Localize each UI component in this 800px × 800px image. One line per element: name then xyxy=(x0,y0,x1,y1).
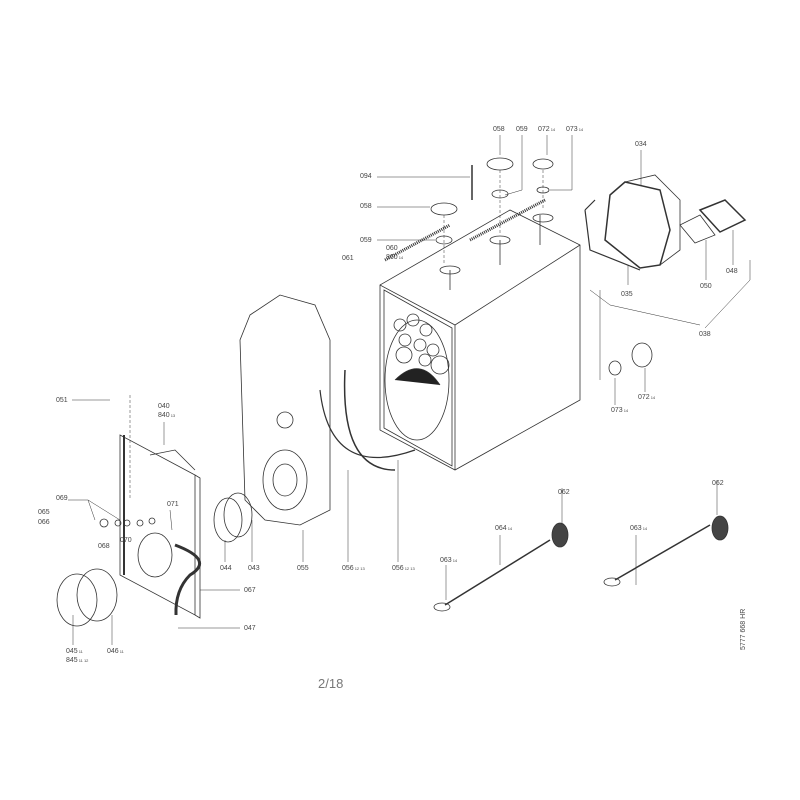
top-flanges xyxy=(430,157,554,265)
page-indicator: 2/18 xyxy=(318,676,344,691)
callout-072: 07214 xyxy=(538,126,556,133)
callout-065: 065 xyxy=(38,509,50,516)
callout-058: 058 xyxy=(493,126,505,133)
callout-840: 84013 xyxy=(158,412,176,419)
callout-040: 040 xyxy=(158,403,170,410)
callout-072: 07214 xyxy=(638,394,656,401)
callout-860: 86014 xyxy=(386,254,404,261)
drawing-code: 5777 668 HR xyxy=(740,608,747,650)
callout-056: 05612 13 xyxy=(392,565,415,572)
callout-067: 067 xyxy=(244,587,256,594)
leader-lines xyxy=(68,135,751,645)
callout-047: 047 xyxy=(244,625,256,632)
callout-073: 07314 xyxy=(611,407,629,414)
callout-062: 062 xyxy=(558,489,570,496)
callout-059: 059 xyxy=(360,237,372,244)
callout-045: 04511 xyxy=(66,648,83,655)
door-panel xyxy=(56,395,202,627)
callout-071: 071 xyxy=(167,501,179,508)
callout-048: 048 xyxy=(726,268,738,275)
callout-038: 038 xyxy=(699,331,711,338)
insulation-parts xyxy=(213,294,416,543)
callout-094: 094 xyxy=(360,173,372,180)
callout-069: 069 xyxy=(56,495,68,502)
callout-061: 061 xyxy=(342,255,354,262)
callout-035: 035 xyxy=(621,291,633,298)
callout-059: 059 xyxy=(516,126,528,133)
callout-051: 051 xyxy=(56,397,68,404)
callout-046: 04611 xyxy=(107,648,124,655)
callout-055: 055 xyxy=(297,565,309,572)
callout-066: 066 xyxy=(38,519,50,526)
callout-050: 050 xyxy=(700,283,712,290)
callout-063: 06314 xyxy=(630,525,648,532)
cleaning-brushes xyxy=(433,515,729,612)
callout-058: 058 xyxy=(360,203,372,210)
callout-073: 07314 xyxy=(566,126,584,133)
callout-034: 034 xyxy=(635,141,647,148)
flue-hood xyxy=(584,174,747,271)
callout-845: 84511 12 xyxy=(66,657,89,664)
callout-068: 068 xyxy=(98,543,110,550)
callout-044: 044 xyxy=(220,565,232,572)
callout-063: 06314 xyxy=(440,557,458,564)
callout-064: 06414 xyxy=(495,525,513,532)
callout-056: 05612 13 xyxy=(342,565,365,572)
rear-flanges xyxy=(608,342,653,376)
boiler-body xyxy=(379,198,581,471)
callout-070: 070 xyxy=(120,537,132,544)
callout-043: 043 xyxy=(248,565,260,572)
callout-060: 060 xyxy=(386,245,398,252)
callout-062: 062 xyxy=(712,480,724,487)
